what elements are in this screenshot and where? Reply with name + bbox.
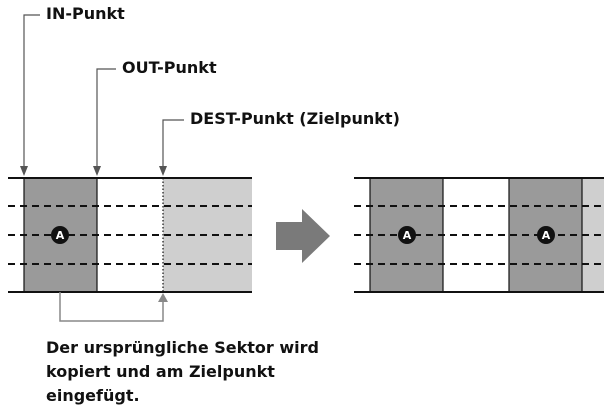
copy-connector <box>59 292 168 322</box>
transform-arrow <box>276 209 330 263</box>
dest-point-pointer <box>162 119 184 168</box>
result-strip: A A <box>354 177 604 293</box>
copy-connector-line <box>59 292 164 322</box>
caption-line-2: kopiert und am Zielpunkt <box>46 362 275 381</box>
out-point-label: OUT-Punkt <box>122 58 217 77</box>
in-point-arrowhead <box>20 166 28 176</box>
caption: Der ursprüngliche Sektor wird kopiert un… <box>46 336 319 408</box>
marker-a-text: A <box>56 229 65 242</box>
dest-point-label: DEST-Punkt (Zielpunkt) <box>190 109 400 128</box>
out-point-arrowhead <box>93 166 101 176</box>
marker-a-copied: A <box>537 226 555 244</box>
copy-connector-arrowhead <box>158 293 168 302</box>
caption-line-3: eingefügt. <box>46 386 140 405</box>
pointer-lines <box>20 14 184 176</box>
out-point-pointer <box>96 68 116 168</box>
caption-line-1: Der ursprüngliche Sektor wird <box>46 338 319 357</box>
source-strip: A <box>8 177 252 293</box>
marker-a-original: A <box>398 226 416 244</box>
in-point-pointer <box>23 14 40 168</box>
marker-a-source: A <box>51 226 69 244</box>
in-point-label: IN-Punkt <box>46 4 125 23</box>
marker-a-text: A <box>542 229 551 242</box>
dest-point-arrowhead <box>159 166 167 176</box>
marker-a-text: A <box>403 229 412 242</box>
